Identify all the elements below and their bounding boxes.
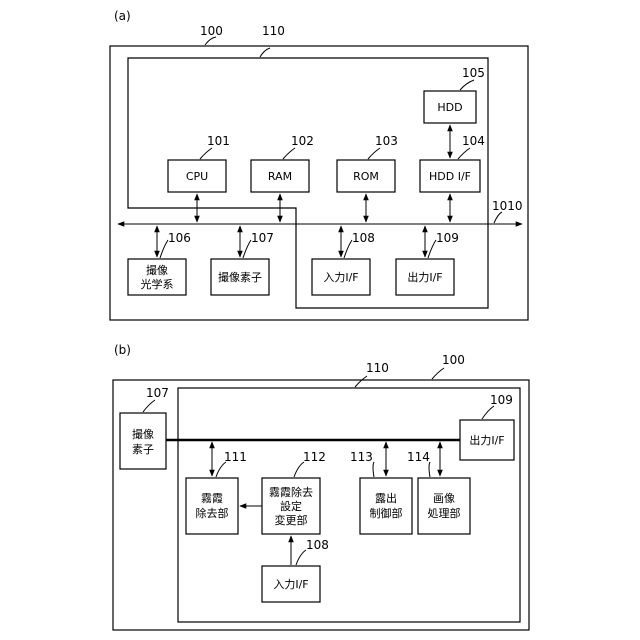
ref-108-b: 108	[306, 538, 329, 552]
ref-112: 112	[303, 450, 326, 464]
caption-b: (b)	[114, 343, 131, 357]
ref-100: 100	[200, 24, 223, 38]
imaging-optics-label-1: 撮像	[146, 263, 168, 277]
leader-110	[260, 48, 270, 57]
output-if-label: 出力I/F	[407, 270, 442, 284]
haze-removal-block	[186, 478, 238, 534]
leader-107-b	[143, 400, 155, 412]
output-if-label-b: 出力I/F	[469, 433, 504, 447]
hdd-label: HDD	[437, 101, 462, 114]
leader-103	[368, 148, 380, 159]
ref-110: 110	[262, 24, 285, 38]
image-processing-label-2: 処理部	[428, 506, 461, 520]
ref-109-b: 109	[490, 393, 513, 407]
exposure-control-label-1: 露出	[375, 491, 397, 505]
ref-109: 109	[436, 231, 459, 245]
ref-111: 111	[224, 450, 247, 464]
ref-114: 114	[407, 450, 430, 464]
image-processing-label-1: 画像	[433, 492, 455, 505]
rom-label: ROM	[353, 170, 379, 183]
ref-108: 108	[352, 231, 375, 245]
image-processing-block	[418, 478, 470, 534]
image-sensor-block-b	[120, 413, 166, 469]
ref-113: 113	[350, 450, 373, 464]
ref-1010: 1010	[492, 199, 523, 213]
leader-100	[205, 37, 216, 45]
leader-110-b	[355, 376, 367, 387]
haze-removal-label-1: 霧霞	[201, 492, 223, 505]
ref-100-b: 100	[442, 353, 465, 367]
haze-removal-label-2: 除去部	[196, 506, 229, 520]
exposure-control-block	[360, 478, 412, 534]
ref-103: 103	[375, 134, 398, 148]
leader-108-b	[296, 550, 306, 565]
ref-107-b: 107	[146, 386, 169, 400]
leader-108	[344, 240, 352, 258]
leader-113	[373, 462, 374, 477]
cpu-label: CPU	[186, 170, 208, 183]
ref-110-b: 110	[366, 361, 389, 375]
leader-112	[294, 462, 304, 477]
ref-104: 104	[462, 134, 485, 148]
image-sensor-label-b-1: 撮像	[132, 427, 154, 441]
haze-setting-label-3: 変更部	[275, 513, 308, 527]
exposure-control-label-2: 制御部	[370, 506, 403, 520]
leader-102	[283, 148, 295, 159]
image-sensor-label: 撮像素子	[218, 270, 262, 284]
input-if-label: 入力I/F	[323, 271, 358, 284]
image-sensor-label-b-2: 素子	[132, 443, 154, 456]
leader-104	[458, 148, 470, 159]
leader-114	[429, 462, 430, 477]
ram-label: RAM	[268, 170, 292, 183]
leader-109	[428, 240, 436, 258]
leader-101	[200, 148, 212, 159]
imaging-optics-label-2: 光学系	[141, 277, 174, 291]
ref-106: 106	[168, 231, 191, 245]
leader-109-b	[482, 406, 494, 419]
haze-setting-label-2: 設定	[280, 499, 302, 513]
caption-a: (a)	[114, 9, 131, 23]
leader-100-b	[432, 368, 444, 379]
ref-105: 105	[462, 66, 485, 80]
input-if-label-b: 入力I/F	[273, 578, 308, 591]
ref-101: 101	[207, 134, 230, 148]
leader-105	[460, 80, 474, 90]
leader-107	[243, 240, 251, 258]
leader-1010	[494, 212, 502, 223]
figure-b: (b) 100 110 撮像 素子 107 出力I/F 109 霧霞 除去部 1…	[113, 343, 529, 630]
ref-107: 107	[251, 231, 274, 245]
figure-a: (a) 100 110 HDD 105 CPU 101 RAM 102 ROM …	[110, 9, 528, 320]
leader-111	[216, 462, 226, 477]
hdd-if-label: HDD I/F	[429, 170, 471, 183]
haze-setting-label-1: 霧霞除去	[269, 485, 313, 499]
leader-106	[160, 240, 168, 258]
ref-102: 102	[291, 134, 314, 148]
